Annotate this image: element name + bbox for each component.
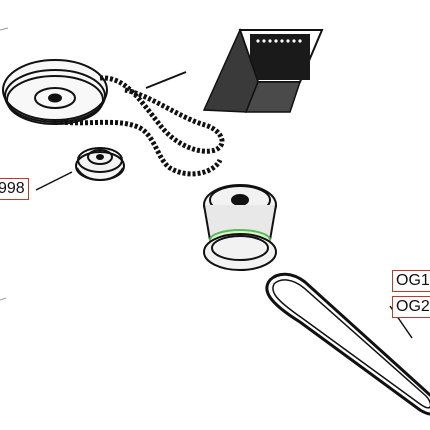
part-number-label: 998	[0, 178, 29, 200]
leader-line-cross-section	[145, 71, 187, 89]
edge-mark-2	[0, 297, 7, 301]
drive-pulley	[2, 59, 108, 125]
edge-mark	[0, 27, 9, 31]
part-number-label-og2: OG2	[392, 296, 430, 318]
leader-line-left-label	[35, 171, 73, 191]
long-belt	[265, 272, 430, 416]
part-number-label-og1: OG1	[392, 270, 430, 292]
drive-belt	[59, 75, 225, 177]
belt-cross-section	[202, 27, 324, 113]
variator-pulley	[203, 184, 277, 271]
idler-pulley	[75, 147, 125, 181]
